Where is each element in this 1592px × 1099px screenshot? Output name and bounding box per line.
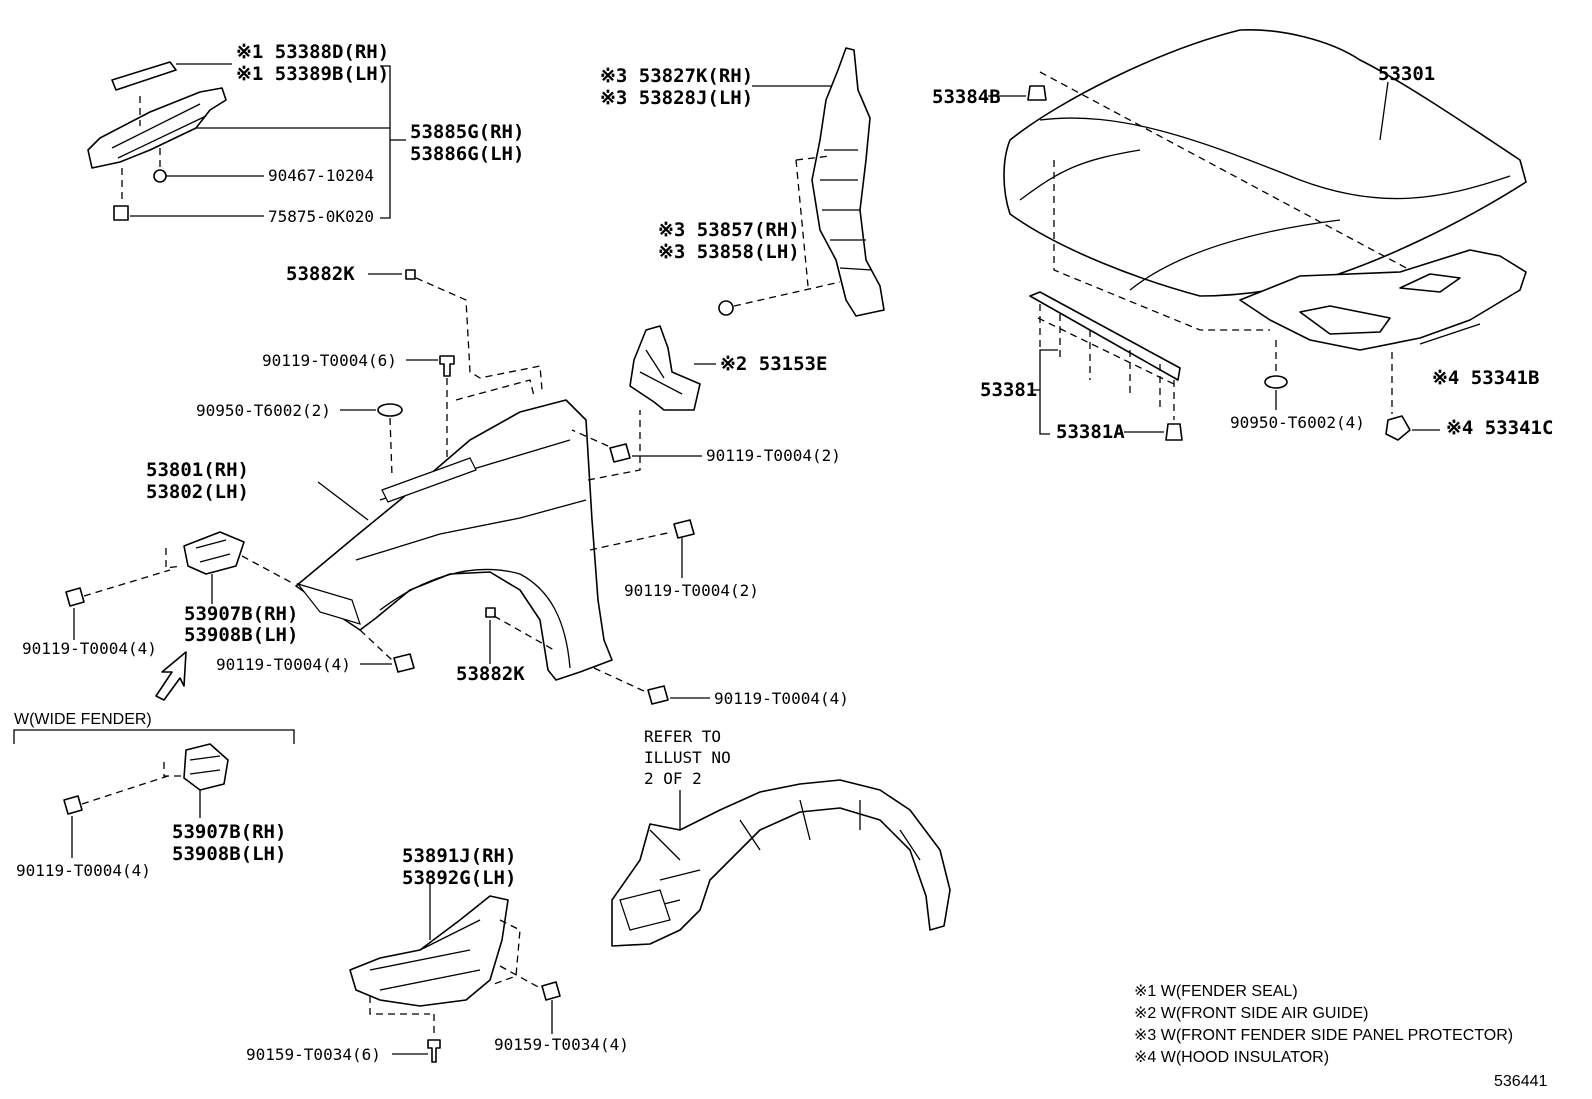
clip-75875[interactable] — [113, 205, 129, 221]
refer-line-3: 2 OF 2 — [644, 769, 702, 788]
bolt-fender-mid[interactable] — [673, 519, 695, 539]
label-nut-top: 53882K — [286, 263, 355, 285]
splash-shield-group — [349, 884, 561, 1063]
direction-arrow-icon — [155, 651, 187, 701]
label-hood: 53301 — [1378, 63, 1435, 85]
refer-line-2: ILLUST NO — [644, 748, 731, 767]
hood-group — [988, 28, 1527, 441]
wide-fender-bracket[interactable] — [183, 743, 229, 791]
screw-b[interactable] — [541, 981, 561, 1001]
hood-insulator[interactable] — [1239, 249, 1527, 351]
label-seal-lh: ※1 53389B(LH) — [236, 63, 389, 85]
bolt-top[interactable] — [439, 355, 455, 377]
weatherstrip-clip[interactable] — [1165, 423, 1183, 441]
note-2: ※2 W(FRONT SIDE AIR GUIDE) — [1134, 1005, 1368, 1022]
label-shield-rh: 53891J(RH) — [402, 845, 516, 867]
fender-liner-group — [611, 779, 951, 947]
front-side-air-guide[interactable] — [629, 325, 701, 411]
protector-group — [718, 47, 885, 317]
note-4: ※4 W(HOOD INSULATOR) — [1134, 1049, 1329, 1066]
wide-bolt[interactable] — [63, 795, 83, 815]
label-wide-bolt: 90119-T0004(4) — [16, 861, 151, 880]
label-clip-a: 90467-10204 — [268, 166, 374, 185]
fender-group — [295, 269, 710, 705]
label-air-guide: ※2 53153E — [720, 353, 827, 375]
fender-bracket-group — [65, 531, 295, 701]
side-panel-protector[interactable] — [811, 47, 885, 317]
label-bolt-fender-side: 90119-T0004(2) — [706, 446, 841, 465]
label-bolt-top: 90119-T0004(6) — [262, 351, 397, 370]
label-screw-a: 90159-T0034(6) — [246, 1045, 381, 1064]
hood-bumper[interactable] — [1027, 85, 1047, 101]
label-weatherstrip-clip: 53381A — [1056, 421, 1125, 443]
wide-fender-title: W(WIDE FENDER) — [14, 711, 152, 728]
label-weatherstrip: 53381 — [980, 379, 1037, 401]
label-screw-b: 90159-T0034(4) — [494, 1035, 629, 1054]
label-bracket-rh: 53907B(RH) — [184, 603, 298, 625]
hood-weatherstrip[interactable] — [1029, 291, 1181, 381]
nut-low[interactable] — [485, 607, 496, 618]
label-protector-rh: ※3 53827K(RH) — [600, 65, 753, 87]
label-protector2-lh: ※3 53858(LH) — [658, 241, 800, 263]
label-plug-fender: 90950-T6002(2) — [196, 401, 331, 420]
label-insulator-clip: ※4 53341C — [1446, 417, 1553, 439]
bolt-fender-rear[interactable] — [647, 685, 669, 705]
hood-panel[interactable] — [1003, 28, 1527, 297]
label-seal-rh: ※1 53388D(RH) — [236, 41, 389, 63]
label-bolt-fender-mid: 90119-T0004(2) — [624, 581, 759, 600]
label-fender-rh: 53801(RH) — [146, 459, 249, 481]
label-seal-bracket-rh: 53885G(RH) — [410, 121, 524, 143]
label-nut-low: 53882K — [456, 663, 525, 685]
label-fender-lh: 53802(LH) — [146, 481, 249, 503]
fender-bracket[interactable] — [183, 531, 245, 575]
label-bolt-bracket: 90119-T0004(4) — [22, 639, 157, 658]
note-1: ※1 W(FENDER SEAL) — [1134, 983, 1298, 1000]
bolt-fender-side[interactable] — [609, 443, 631, 463]
illustration-number: 536441 — [1494, 1073, 1547, 1090]
label-wide-bracket-lh: 53908B(LH) — [172, 843, 286, 865]
label-insulator: ※4 53341B — [1432, 367, 1539, 389]
bolt-fender-low[interactable] — [393, 653, 415, 673]
plug-fender[interactable] — [377, 403, 403, 417]
label-hood-bumper: 53384B — [932, 86, 1001, 108]
fender-liner[interactable] — [611, 779, 951, 947]
note-3: ※3 W(FRONT FENDER SIDE PANEL PROTECTOR) — [1134, 1027, 1513, 1044]
fender-seal-strip[interactable] — [111, 61, 177, 91]
front-fender[interactable] — [295, 399, 613, 681]
label-shield-lh: 53892G(LH) — [402, 867, 516, 889]
label-wide-bracket-rh: 53907B(RH) — [172, 821, 286, 843]
label-bolt-fender-rear: 90119-T0004(4) — [714, 689, 849, 708]
label-plug-hood: 90950-T6002(4) — [1230, 413, 1365, 432]
fender-seal-group — [87, 61, 406, 221]
label-bolt-fender-low: 90119-T0004(4) — [216, 655, 351, 674]
label-protector2-rh: ※3 53857(RH) — [658, 219, 800, 241]
wide-fender-group — [13, 729, 295, 858]
label-seal-bracket-lh: 53886G(LH) — [410, 143, 524, 165]
screw-a[interactable] — [427, 1039, 441, 1063]
label-bracket-lh: 53908B(LH) — [184, 624, 298, 646]
label-clip-b: 75875-0K020 — [268, 207, 374, 226]
plug-hood[interactable] — [1264, 375, 1288, 389]
nut-top[interactable] — [405, 269, 416, 280]
bolt-bracket[interactable] — [65, 587, 85, 607]
clip-90467[interactable] — [153, 169, 167, 183]
insulator-clip[interactable] — [1385, 415, 1411, 441]
air-guide-group — [629, 325, 716, 411]
label-protector-lh: ※3 53828J(LH) — [600, 87, 753, 109]
clip-protector[interactable] — [718, 300, 734, 316]
splash-shield[interactable] — [349, 895, 509, 1007]
refer-line-1: REFER TO — [644, 727, 721, 746]
